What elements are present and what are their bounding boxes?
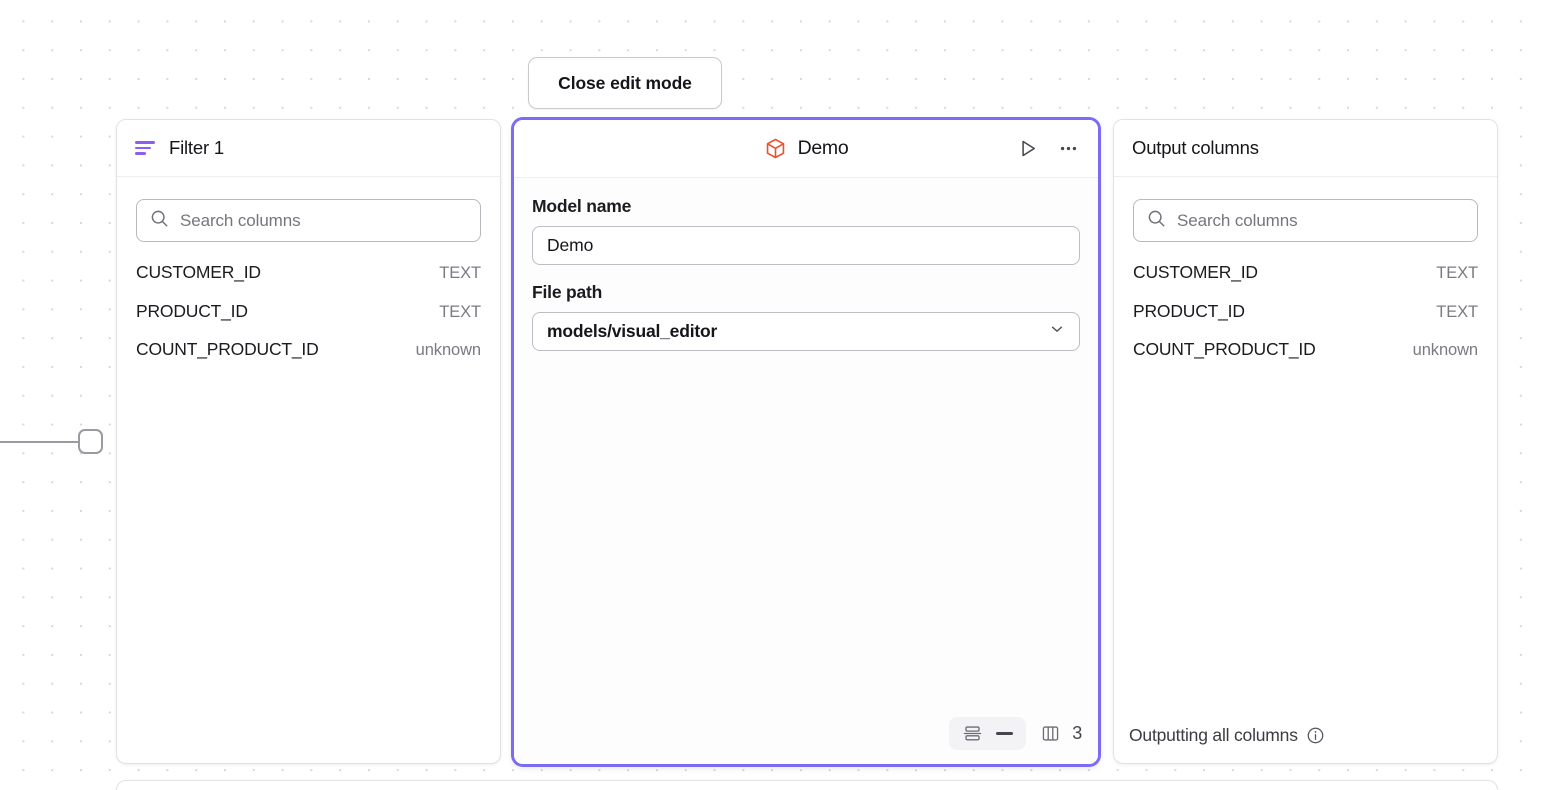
file-path-label: File path bbox=[532, 282, 603, 302]
search-icon bbox=[1147, 209, 1166, 233]
output-panel-title: Output columns bbox=[1132, 137, 1259, 158]
play-icon[interactable] bbox=[1014, 135, 1041, 162]
columns-icon bbox=[1040, 723, 1061, 744]
output-column-list: CUSTOMER_ID TEXT PRODUCT_ID TEXT COUNT_P… bbox=[1114, 242, 1497, 378]
model-panel-header: Demo bbox=[514, 120, 1098, 178]
filter-column-list: CUSTOMER_ID TEXT PRODUCT_ID TEXT COUNT_P… bbox=[117, 242, 500, 378]
column-name: PRODUCT_ID bbox=[136, 300, 248, 321]
column-name: PRODUCT_ID bbox=[1133, 300, 1245, 321]
column-name: CUSTOMER_ID bbox=[1133, 262, 1258, 282]
edge-connector-handle[interactable] bbox=[78, 429, 103, 454]
model-node-panel[interactable]: Demo Model name bbox=[511, 117, 1101, 767]
close-edit-mode-button[interactable]: Close edit mode bbox=[528, 57, 722, 109]
table-row[interactable]: CUSTOMER_ID TEXT bbox=[136, 262, 481, 301]
output-search-box[interactable] bbox=[1133, 199, 1478, 242]
file-path-select[interactable]: models/visual_editor bbox=[532, 312, 1080, 351]
model-panel-body: Model name File path models/visual_edito… bbox=[514, 178, 1098, 710]
filter-panel-title: Filter 1 bbox=[169, 137, 224, 158]
filter-search-box[interactable] bbox=[136, 199, 481, 242]
row-count-pill[interactable] bbox=[949, 716, 1027, 750]
column-type: unknown bbox=[415, 341, 481, 359]
output-search-input[interactable] bbox=[1177, 210, 1464, 231]
column-name: COUNT_PRODUCT_ID bbox=[136, 339, 319, 359]
ellipsis-icon[interactable] bbox=[1055, 135, 1082, 162]
model-panel-footer: 3 bbox=[514, 710, 1098, 764]
filter-node-panel[interactable]: Filter 1 CUSTOMER_ID TEXT PRODUCT_ID TEX… bbox=[116, 119, 501, 764]
rows-icon bbox=[962, 723, 983, 744]
filter-search-input[interactable] bbox=[180, 210, 467, 231]
output-columns-panel[interactable]: Output columns CUSTOMER_ID TEXT PRO bbox=[1113, 119, 1498, 764]
column-type: unknown bbox=[1412, 341, 1478, 359]
file-path-value: models/visual_editor bbox=[547, 321, 718, 341]
filter-icon bbox=[135, 141, 155, 155]
info-icon[interactable] bbox=[1306, 726, 1325, 745]
filter-panel-header: Filter 1 bbox=[117, 120, 500, 177]
column-count-group[interactable]: 3 bbox=[1040, 723, 1082, 744]
cube-icon bbox=[764, 137, 787, 160]
edge-connector-line bbox=[0, 441, 78, 443]
column-name: COUNT_PRODUCT_ID bbox=[1133, 339, 1316, 359]
row-count-value bbox=[996, 731, 1014, 735]
table-row[interactable]: COUNT_PRODUCT_ID unknown bbox=[1133, 339, 1478, 378]
column-type: TEXT bbox=[1436, 264, 1478, 282]
column-type: TEXT bbox=[439, 264, 481, 282]
table-row[interactable]: CUSTOMER_ID TEXT bbox=[1133, 262, 1478, 301]
search-icon bbox=[150, 209, 169, 233]
column-type: TEXT bbox=[1436, 302, 1478, 321]
model-name-label: Model name bbox=[532, 196, 632, 216]
output-panel-header: Output columns bbox=[1114, 120, 1497, 177]
column-name: CUSTOMER_ID bbox=[136, 262, 261, 282]
table-row[interactable]: PRODUCT_ID TEXT bbox=[1133, 301, 1478, 340]
table-row[interactable]: PRODUCT_ID TEXT bbox=[136, 301, 481, 340]
model-panel-title: Demo bbox=[797, 137, 849, 159]
output-status-text: Outputting all columns bbox=[1129, 724, 1298, 745]
model-name-input[interactable] bbox=[532, 226, 1080, 265]
table-row[interactable]: COUNT_PRODUCT_ID unknown bbox=[136, 339, 481, 378]
column-type: TEXT bbox=[439, 302, 481, 321]
output-panel-footer: Outputting all columns bbox=[1114, 707, 1497, 763]
column-count-value: 3 bbox=[1072, 722, 1082, 743]
bottom-partial-node[interactable] bbox=[116, 780, 1498, 790]
chevron-down-icon bbox=[1049, 321, 1065, 342]
